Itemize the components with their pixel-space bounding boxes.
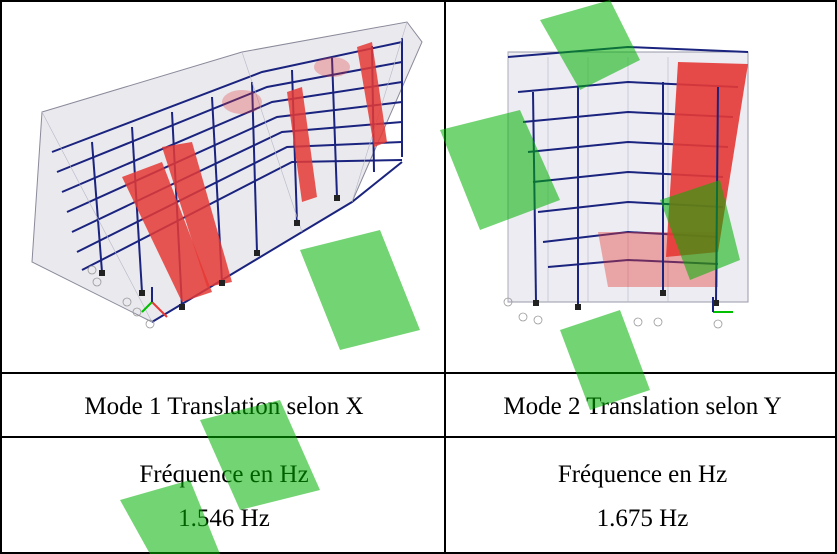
caption-mode-2: Mode 2 Translation selon Y <box>503 393 782 420</box>
mode-2-model-image <box>448 2 837 374</box>
row-divider-1 <box>0 372 837 374</box>
frequency-value-right: 1.675 Hz <box>596 505 689 532</box>
frequency-cell-left: Fréquence en Hz 1.546 Hz <box>2 440 446 554</box>
frequency-label-right: Fréquence en Hz <box>557 461 728 488</box>
frequency-value-left: 1.546 Hz <box>178 505 270 532</box>
column-divider <box>444 0 446 554</box>
frequency-cell-right: Fréquence en Hz 1.675 Hz <box>448 440 837 554</box>
mode-1-model-image <box>2 2 446 374</box>
caption-mode-1: Mode 1 Translation selon X <box>84 393 364 420</box>
frequency-label-left: Fréquence en Hz <box>139 461 309 488</box>
row-divider-2 <box>0 436 837 438</box>
